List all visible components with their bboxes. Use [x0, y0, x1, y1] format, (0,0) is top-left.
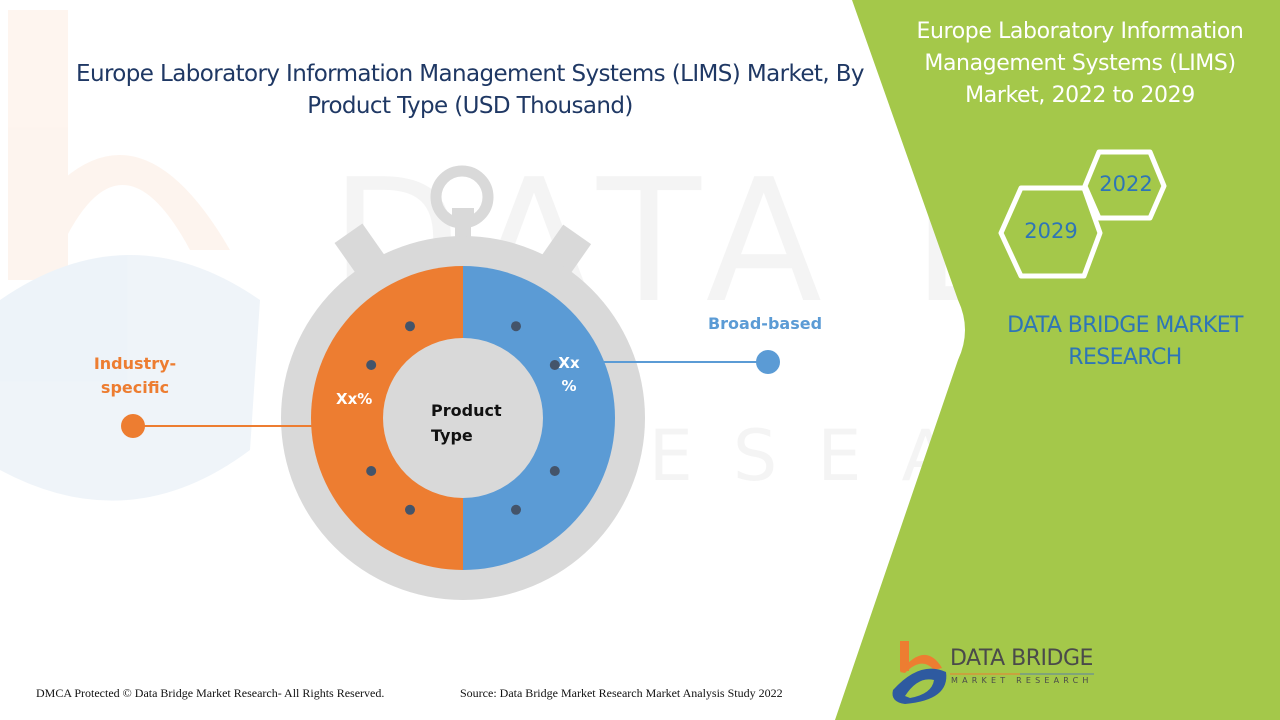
logo-title: DATA BRIDGE	[950, 646, 1093, 671]
tick-dot	[405, 321, 415, 332]
pie-chart	[311, 266, 615, 570]
segment-label-industry-specific: Xx%	[336, 388, 372, 411]
segment-label-broad-based-line2: %	[561, 377, 577, 395]
tick-dot	[511, 504, 521, 515]
logo-icon	[892, 641, 1094, 704]
footer-copyright: DMCA Protected © Data Bridge Market Rese…	[36, 686, 385, 700]
tick-dot	[366, 360, 377, 370]
legend-broad-based-line1: Broad-based	[707, 314, 823, 333]
center-label-line1: Product	[431, 401, 502, 420]
chart-title: Europe Laboratory Information Management…	[60, 58, 880, 122]
legend-industry-specific: Industry- specific	[70, 352, 200, 400]
footer-source: Source: Data Bridge Market Research Mark…	[460, 686, 783, 700]
hexagon-label-2029: 2029	[1024, 219, 1078, 243]
legend-industry-specific-line1: Industry-	[93, 354, 177, 373]
side-panel-title: Europe Laboratory Information Management…	[895, 16, 1265, 112]
tick-dot	[549, 466, 560, 476]
chart-title-line1: Europe Laboratory Information Management…	[76, 61, 865, 87]
tick-dot	[549, 360, 560, 370]
tick-dot	[511, 321, 521, 332]
broad-based-dot	[756, 350, 780, 374]
side-title-line3: Market, 2022 to 2029	[965, 83, 1195, 108]
industry-specific-dot	[121, 414, 145, 438]
logo-subtitle: MARKET RESEARCH	[951, 676, 1093, 685]
center-label: Product Type	[403, 398, 523, 448]
brand-line2: RESEARCH	[1068, 345, 1182, 370]
brand-text: DATA BRIDGE MARKET RESEARCH	[980, 310, 1270, 374]
side-title-line2: Management Systems (LIMS)	[924, 51, 1236, 76]
brand-line1: DATA BRIDGE MARKET	[1007, 313, 1243, 338]
tick-dot	[405, 504, 415, 515]
legend-broad-based: Broad-based	[690, 312, 840, 336]
segment-label-industry-specific-value: Xx%	[336, 390, 373, 408]
legend-industry-specific-line2: specific	[100, 378, 170, 397]
chart-title-line2: Product Type (USD Thousand)	[307, 93, 633, 119]
segment-label-broad-based-line1: Xx	[558, 354, 580, 372]
tick-dot	[366, 466, 377, 476]
hexagon-label-2022: 2022	[1099, 172, 1153, 196]
center-label-line2: Type	[431, 426, 473, 445]
watermark-logo	[0, 10, 260, 501]
side-title-line1: Europe Laboratory Information	[916, 19, 1244, 44]
donut-center	[383, 338, 543, 498]
segment-label-broad-based: Xx %	[558, 352, 580, 398]
green-side-panel	[835, 0, 1280, 720]
hexagon-2029-icon	[998, 185, 1103, 279]
